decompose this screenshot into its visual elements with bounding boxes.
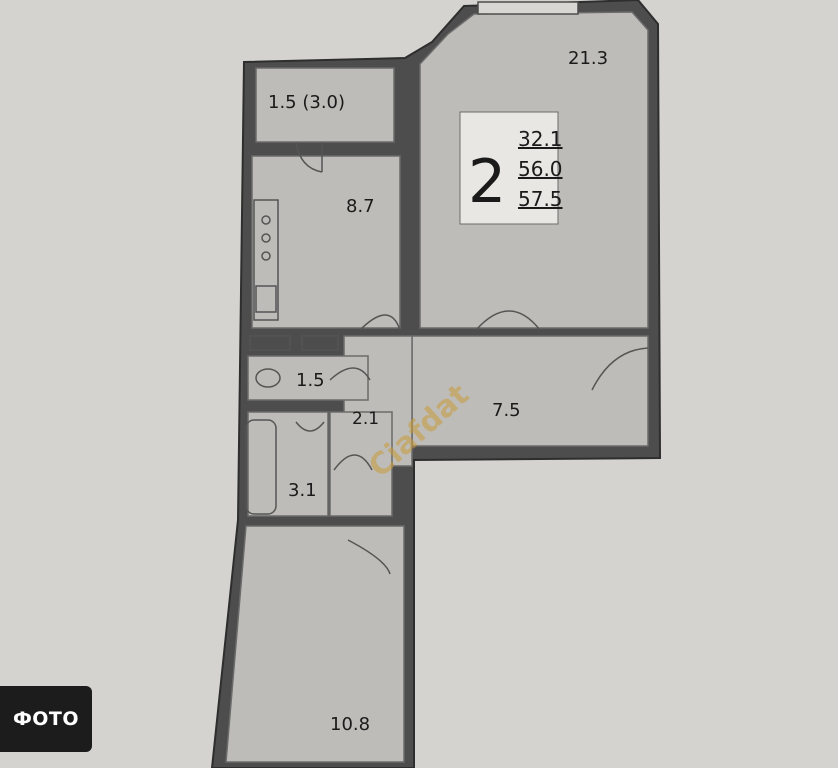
room-count: 2 (468, 147, 506, 217)
living-area: 32.1 (518, 127, 563, 151)
room-bedroom (225, 525, 405, 763)
label-corridor-small: 2.1 (352, 409, 379, 429)
label-toilet: 1.5 (296, 370, 325, 391)
stove-icon (261, 233, 271, 243)
kitchen-fixtures (253, 199, 279, 321)
door-arcs (295, 141, 649, 575)
shelf-icon (301, 335, 339, 351)
toilet-icon (255, 368, 281, 388)
summary-box (459, 111, 559, 225)
room-small-corridor (329, 411, 393, 517)
window-top (477, 1, 579, 15)
label-bathroom: 3.1 (288, 480, 317, 501)
rooms (225, 11, 649, 763)
bath-fixtures (245, 335, 339, 515)
room-kitchen (251, 155, 401, 329)
washbasin-icon (295, 421, 325, 432)
kitchen-counter (253, 199, 279, 321)
label-bedroom: 10.8 (330, 714, 370, 735)
stove-icon (261, 215, 271, 225)
label-kitchen: 8.7 (346, 196, 375, 217)
photo-badge[interactable]: ФОТО (0, 686, 92, 752)
total-area-with-balcony: 57.5 (518, 187, 563, 211)
label-balcony: 1.5 (3.0) (268, 92, 345, 113)
stove-icon (261, 251, 271, 261)
total-area: 56.0 (518, 157, 563, 181)
label-large-room: 21.3 (568, 48, 608, 69)
bathtub-icon (245, 419, 277, 515)
room-balcony (255, 67, 395, 143)
shelf-icon (249, 335, 291, 351)
sink-icon (255, 285, 277, 313)
label-hall: 7.5 (492, 400, 521, 421)
